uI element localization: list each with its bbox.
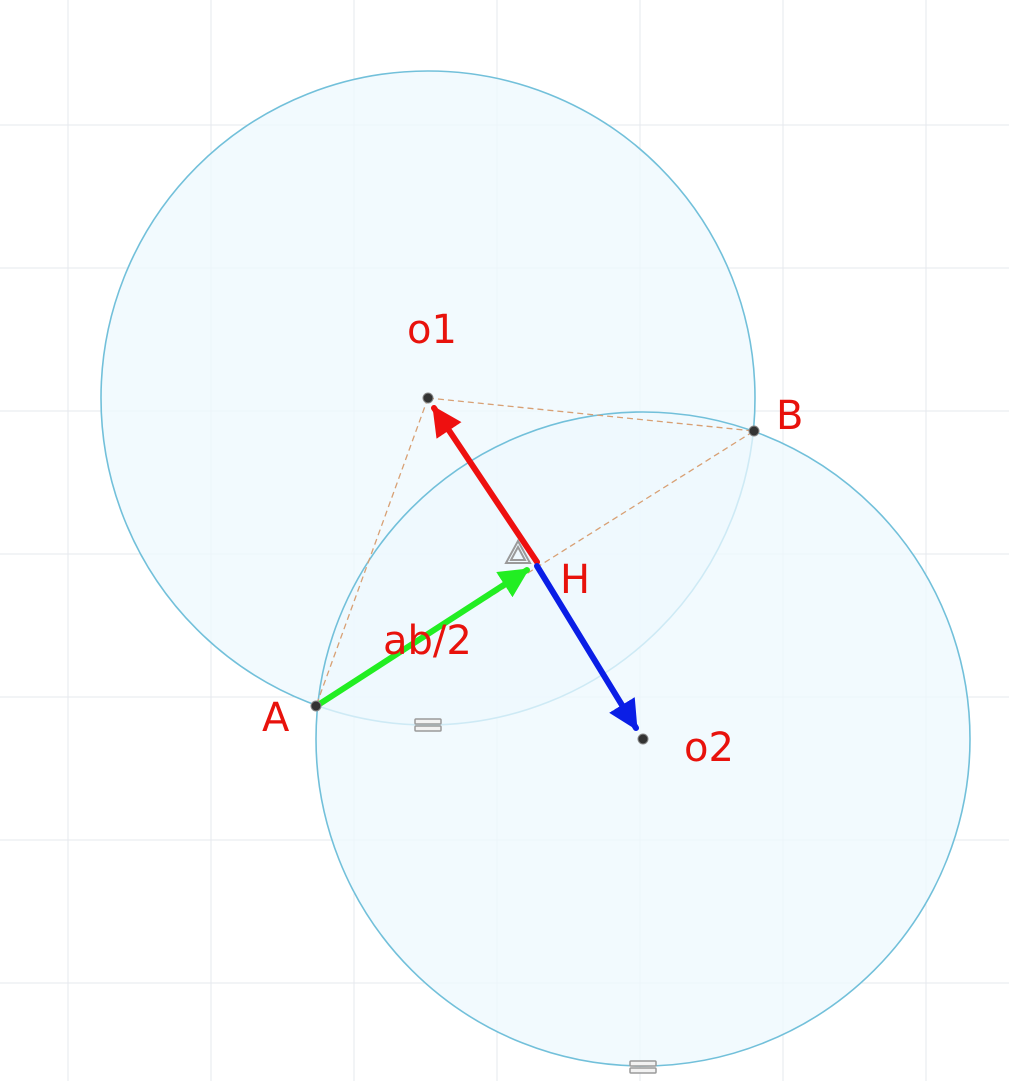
segment-a-b xyxy=(315,430,755,707)
point-o1[interactable] xyxy=(422,392,434,404)
points xyxy=(310,392,760,745)
point-b[interactable] xyxy=(748,425,760,437)
vector-h-to-o2[interactable] xyxy=(534,563,639,731)
construction-lines xyxy=(315,397,755,707)
point-o2[interactable] xyxy=(637,733,649,745)
label-b: B xyxy=(776,393,803,439)
double-bar-handle-icon[interactable] xyxy=(414,718,442,732)
segment-o1-a xyxy=(315,397,429,707)
double-bar-handle-icon[interactable] xyxy=(629,1060,657,1074)
label-o2: o2 xyxy=(684,725,734,771)
vector-a-to-h[interactable] xyxy=(315,567,530,708)
label-a: A xyxy=(262,695,290,741)
label-h: H xyxy=(560,557,590,603)
vector-h-to-o1[interactable] xyxy=(431,405,540,565)
triangle-outline-icon xyxy=(504,538,532,564)
label-half-ab: ab/2 xyxy=(383,618,472,664)
label-o1: o1 xyxy=(407,307,457,353)
segment-o1-b xyxy=(427,397,755,432)
point-a[interactable] xyxy=(310,700,322,712)
